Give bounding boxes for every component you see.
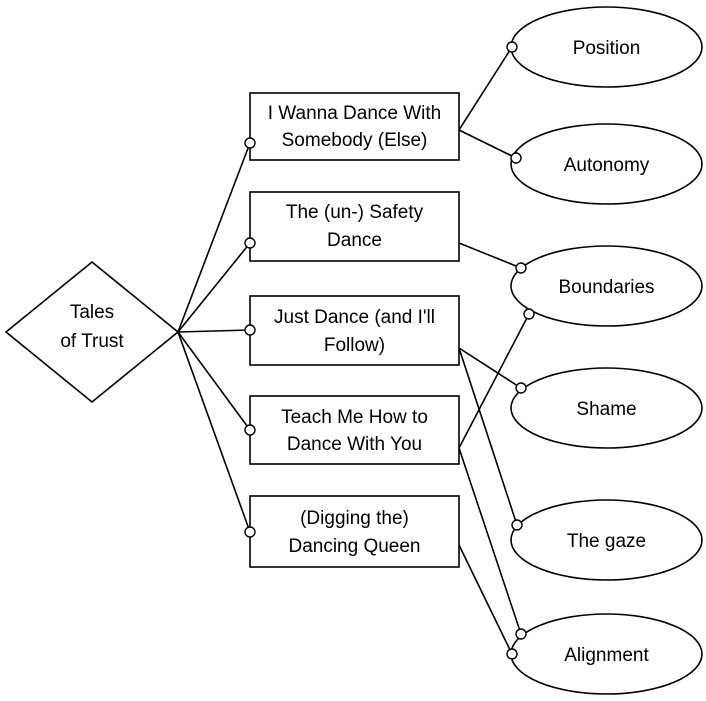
theme-node-t4: Shame <box>510 367 703 449</box>
port-t1-from-s1 <box>506 41 518 53</box>
port-t3-from-s4 <box>523 308 535 320</box>
song-label-s3-line-1: Just Dance (and I'll <box>274 307 435 328</box>
port-s1-left <box>244 137 256 149</box>
connector-s1-t1 <box>458 46 513 131</box>
port-t6-from-s4 <box>515 628 527 640</box>
theme-label-t5: The gaze <box>567 531 646 552</box>
connector-root-s3 <box>177 329 251 333</box>
port-s3-left <box>244 324 256 336</box>
song-box-s4 <box>249 395 460 465</box>
song-label-s2-line-2: Dance <box>327 230 382 251</box>
theme-ellipse-t5 <box>510 499 703 581</box>
song-label-s2-line-1: The (un-) Safety <box>286 202 424 223</box>
root-node: Tales of Trust <box>4 260 180 404</box>
port-t4-from-s3 <box>515 382 527 394</box>
connector-s3-t4 <box>458 347 522 389</box>
port-s2-left <box>244 237 256 249</box>
song-label-s3-line-2: Follow) <box>324 335 385 356</box>
song-node-s5: (Digging the) Dancing Queen <box>249 495 460 568</box>
connector-s2-t3 <box>458 242 522 269</box>
song-box-s1 <box>249 92 460 161</box>
port-s5-left <box>244 526 256 538</box>
song-box-s2 <box>249 191 460 262</box>
port-layer <box>244 41 535 660</box>
theme-label-t6: Alignment <box>564 645 649 666</box>
connector-s4-t6 <box>458 447 522 635</box>
theme-ellipse-t4 <box>510 367 703 449</box>
song-box-s5 <box>249 495 460 568</box>
port-t6-from-s5 <box>506 648 518 660</box>
song-label-s4-line-2: Dance With You <box>287 434 422 455</box>
theme-label-t3: Boundaries <box>558 277 654 298</box>
theme-node-t2: Autonomy <box>510 123 703 205</box>
root-label-line-1: Tales <box>70 302 114 323</box>
theme-node-t3: Boundaries <box>510 245 703 327</box>
theme-node-t1: Position <box>510 6 703 88</box>
connector-layer <box>177 46 530 655</box>
song-label-s5-line-1: (Digging the) <box>300 508 409 529</box>
theme-node-t5: The gaze <box>510 499 703 581</box>
song-label-s4-line-1: Teach Me How to <box>281 407 428 428</box>
connector-s1-t2 <box>458 129 517 159</box>
song-label-s5-line-2: Dancing Queen <box>288 536 420 557</box>
theme-ellipse-t2 <box>510 123 703 205</box>
theme-label-t1: Position <box>573 38 641 59</box>
song-node-s4: Teach Me How to Dance With You <box>249 395 460 465</box>
connector-s5-t6 <box>458 544 513 655</box>
port-t5-from-s3 <box>511 519 523 531</box>
connector-root-s1 <box>177 142 251 333</box>
root-diamond-shape <box>4 260 180 404</box>
theme-label-t2: Autonomy <box>564 155 650 176</box>
theme-label-t4: Shame <box>576 399 636 420</box>
port-s4-left <box>244 424 256 436</box>
song-node-s3: Just Dance (and I'll Follow) <box>249 295 460 366</box>
connector-root-s4 <box>177 331 251 431</box>
theme-node-t6: Alignment <box>510 613 703 695</box>
song-node-s2: The (un-) Safety Dance <box>249 191 460 262</box>
song-node-s1: I Wanna Dance With Somebody (Else) <box>249 92 460 161</box>
song-label-s1-line-1: I Wanna Dance With <box>268 103 442 124</box>
theme-ellipse-t3 <box>510 245 703 327</box>
port-t3-from-s2 <box>515 262 527 274</box>
connector-root-s2 <box>177 242 251 333</box>
connector-root-s5 <box>177 331 251 533</box>
root-label-line-2: of Trust <box>60 331 124 352</box>
song-box-s3 <box>249 295 460 366</box>
song-label-s1-line-2: Somebody (Else) <box>282 130 428 151</box>
port-t2-from-s1 <box>510 152 522 164</box>
connector-s3-t5 <box>458 347 518 526</box>
connector-s4-t3 <box>458 313 530 449</box>
